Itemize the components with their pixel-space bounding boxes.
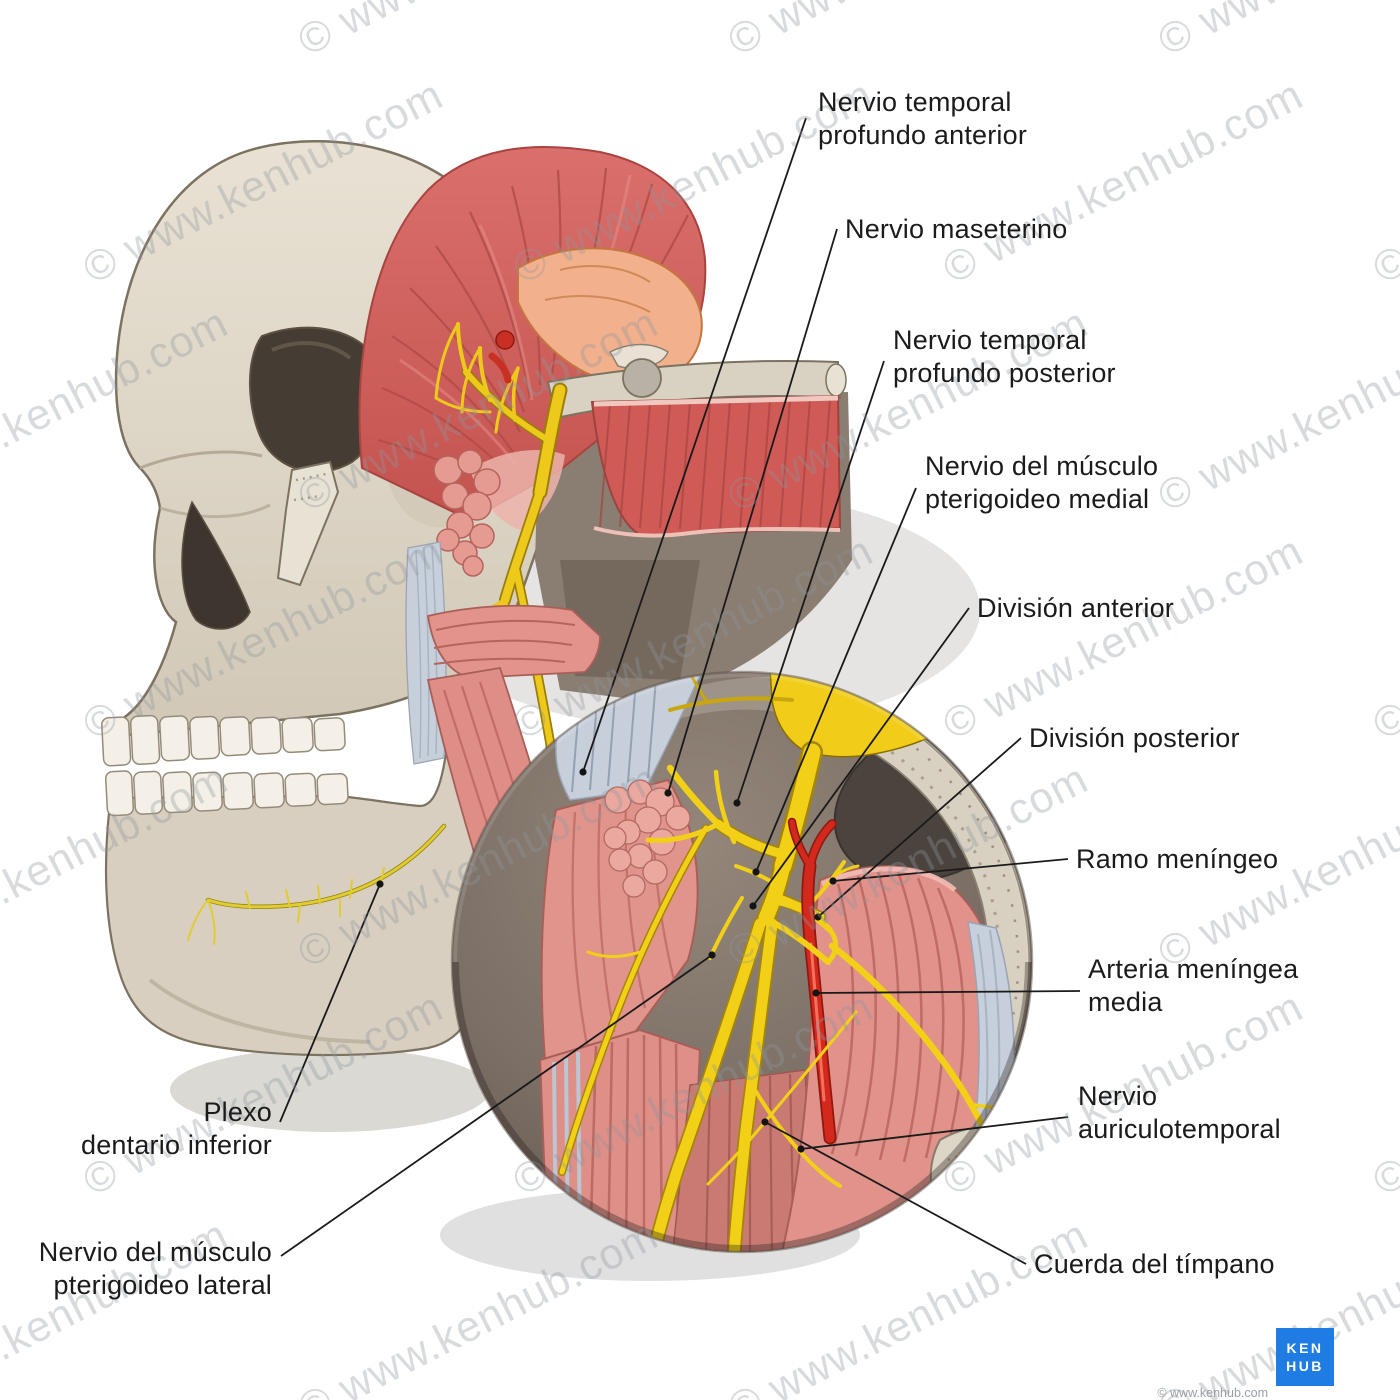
kenhub-logo-line1: KEN [1286, 1339, 1324, 1356]
middle-meningeal-artery [787, 817, 837, 1145]
copyright-text: © www.kenhub.com [1157, 1386, 1268, 1400]
leader-dots [376, 768, 837, 1153]
orbit [248, 326, 386, 473]
leader-lines [279, 117, 1081, 1265]
lower-teeth [104, 770, 349, 817]
upper-teeth [101, 714, 346, 767]
inset-nerves [558, 672, 1020, 1252]
mandible [104, 711, 517, 1057]
otic-ganglion-gland [433, 449, 501, 577]
inferior-dental-plexus [187, 823, 447, 945]
maxillary-artery-stump [488, 330, 515, 384]
magnifier-inset [450, 670, 1034, 1254]
mandibular-condyle [608, 343, 669, 398]
kenhub-logo-line2: HUB [1286, 1358, 1324, 1374]
masseter-muscle [590, 394, 842, 538]
nasal-aperture [181, 500, 251, 630]
kenhub-logo: KEN HUB [1276, 1328, 1334, 1386]
